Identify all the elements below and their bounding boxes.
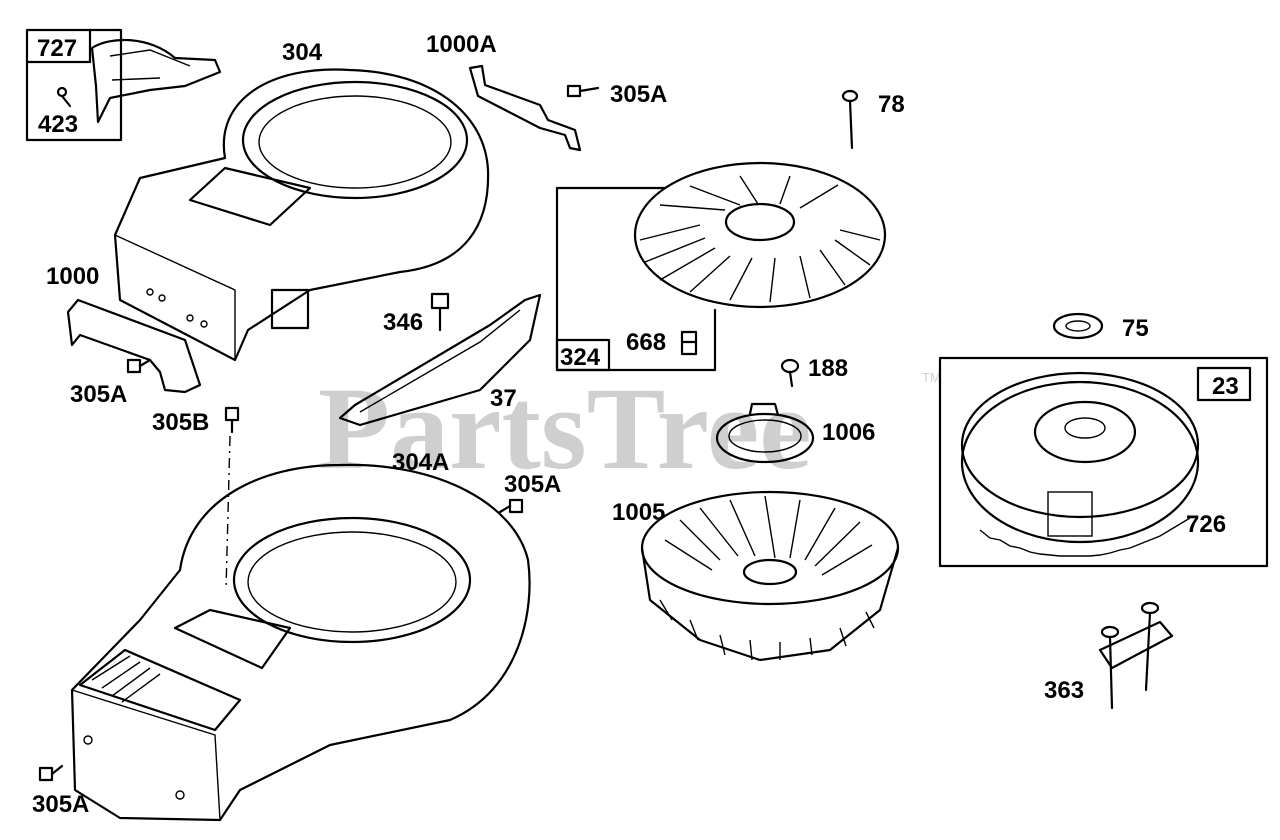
label-305A-bottom[interactable]: 305A [32,791,89,818]
label-304A[interactable]: 304A [392,449,449,476]
part-305B-screw [224,406,240,591]
label-1000[interactable]: 1000 [46,263,99,290]
label-363[interactable]: 363 [1044,677,1084,704]
part-37-air-guide [338,293,542,427]
part-1005-fan [640,490,900,662]
label-726[interactable]: 726 [1186,511,1226,538]
label-346[interactable]: 346 [383,309,423,336]
label-188[interactable]: 188 [808,355,848,382]
label-324[interactable]: 324 [560,344,601,371]
part-668-nut [680,330,698,356]
part-304A-blower-housing [70,463,531,822]
label-304[interactable]: 304 [282,39,323,66]
watermark-trademark: TM [922,370,941,385]
part-305A-screw-bottom [38,764,64,782]
label-1000A[interactable]: 1000A [426,31,497,58]
part-305A-screw-mid [498,498,524,514]
label-1005[interactable]: 1005 [612,499,665,526]
label-727[interactable]: 727 [37,35,77,62]
label-668[interactable]: 668 [626,329,666,356]
inset-box-23 [938,356,1269,568]
part-1006-ring [715,402,815,464]
label-1006[interactable]: 1006 [822,419,875,446]
label-423[interactable]: 423 [38,111,78,138]
inset-box-324 [555,161,887,372]
part-75-washer [1052,312,1104,340]
part-304-blower-housing [113,68,490,362]
part-305A-screw-top [566,84,600,98]
part-188-screw [780,358,800,388]
label-305B[interactable]: 305B [152,409,209,436]
label-78[interactable]: 78 [878,91,905,118]
part-363-bracket [1098,601,1174,710]
part-305A-screw-left [126,358,152,374]
label-23[interactable]: 23 [1212,373,1239,400]
label-37[interactable]: 37 [490,385,517,412]
label-305A-top[interactable]: 305A [610,81,667,108]
inset-box-727 [25,28,222,142]
part-78-bolt [841,89,859,150]
label-75[interactable]: 75 [1122,315,1149,342]
part-1000-bracket [66,298,202,394]
part-346-screw [430,292,450,332]
label-305A-left[interactable]: 305A [70,381,127,408]
watermark: PartsTree [318,363,812,494]
part-1000A-bracket [468,64,582,152]
label-305A-mid[interactable]: 305A [504,471,561,498]
